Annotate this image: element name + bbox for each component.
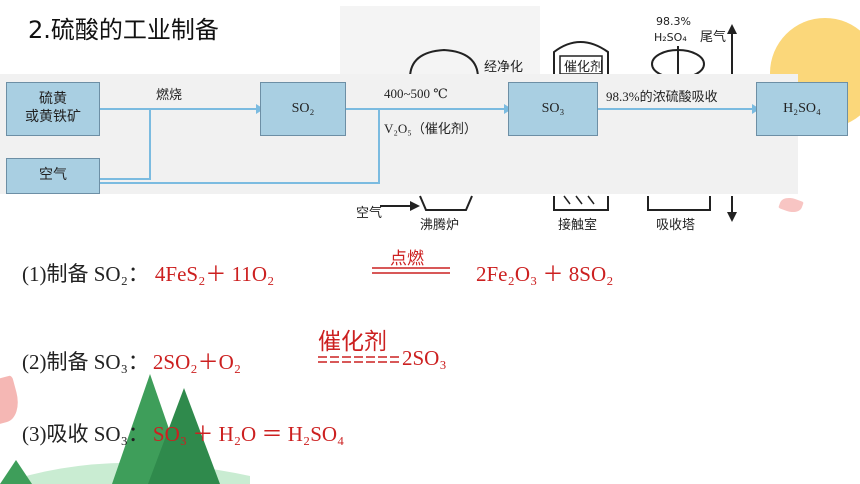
apparatus-label-catalyst: 催化剂 — [564, 60, 604, 75]
apparatus-label-concentration: 98.3% — [656, 15, 691, 28]
apparatus-label-purify: 经净化 — [484, 60, 524, 75]
flow-line — [596, 108, 752, 110]
label-absorb: 98.3%的浓硫酸吸收 — [606, 89, 718, 104]
flow-line — [100, 182, 380, 184]
equation-1-products: 2Fe₂O₃ ＋ 8SO₂ — [476, 262, 614, 286]
equation-2-reactants: 2SO₂＋O₂ — [152, 350, 242, 374]
flow-line — [100, 108, 256, 110]
label-burn: 燃烧 — [156, 87, 183, 102]
equation-1: (1)制备 SO₂：4FeS₂＋ 11O₂ — [22, 258, 274, 288]
apparatus-diagram — [340, 6, 737, 222]
slide-title: 2.硫酸的工业制备 — [28, 16, 219, 44]
petal-decoration — [778, 194, 804, 216]
apparatus-label-tail-gas: 尾气 — [700, 30, 727, 45]
equation-2-condition: 催化剂 — [318, 329, 387, 355]
apparatus-label-furnace: 沸腾炉 — [420, 218, 460, 233]
equation-2: (2)制备 SO₃：2SO₂＋O₂ — [22, 346, 241, 376]
flow-line — [100, 178, 150, 180]
equation-3-body: SO₃ ＋ H₂O ＝ H₂SO₄ — [152, 422, 345, 446]
equation-1-equals — [372, 267, 450, 274]
equation-2-equals — [318, 356, 400, 363]
label-temperature: 400~500 ℃ — [384, 86, 448, 101]
equation-1-condition: 点燃 — [390, 249, 424, 268]
equation-2-products: 2SO₃ — [402, 346, 447, 370]
box-sulfur-ore-line2: 或黄铁矿 — [25, 110, 81, 125]
apparatus-label-contact-chamber: 接触室 — [558, 218, 598, 233]
apparatus-label-absorber: 吸收塔 — [656, 218, 696, 233]
box-so2: SO₂ — [260, 82, 346, 136]
equation-1-prefix: (1)制备 SO₂： — [22, 262, 149, 286]
equation-1-reactants: 4FeS₂＋ 11O₂ — [154, 262, 275, 286]
box-sulfur-ore-line1: 硫黄 — [39, 92, 67, 107]
tree-decoration — [0, 374, 250, 484]
apparatus-label-acid: H₂SO₄ — [654, 31, 687, 44]
apparatus-label-air: 空气 — [356, 206, 383, 221]
box-air: 空气 — [6, 158, 100, 194]
box-so3: SO₃ — [508, 82, 598, 136]
equation-2-prefix: (2)制备 SO₃： — [22, 350, 149, 374]
process-flow-chart: 硫黄 或黄铁矿 空气 SO₂ SO₃ H₂SO₄ 燃烧 400~500 ℃ V₂… — [0, 74, 848, 194]
equation-3-prefix: (3)吸收 SO₃： — [22, 422, 149, 446]
label-catalyst: V₂O₅（催化剂） — [384, 121, 477, 136]
flow-line — [378, 108, 380, 184]
box-h2so4: H₂SO₄ — [756, 82, 848, 136]
box-sulfur-ore: 硫黄 或黄铁矿 — [6, 82, 100, 136]
flow-line — [149, 108, 151, 180]
flow-line — [344, 108, 504, 110]
equation-3: (3)吸收 SO₃：SO₃ ＋ H₂O ＝ H₂SO₄ — [22, 418, 344, 448]
